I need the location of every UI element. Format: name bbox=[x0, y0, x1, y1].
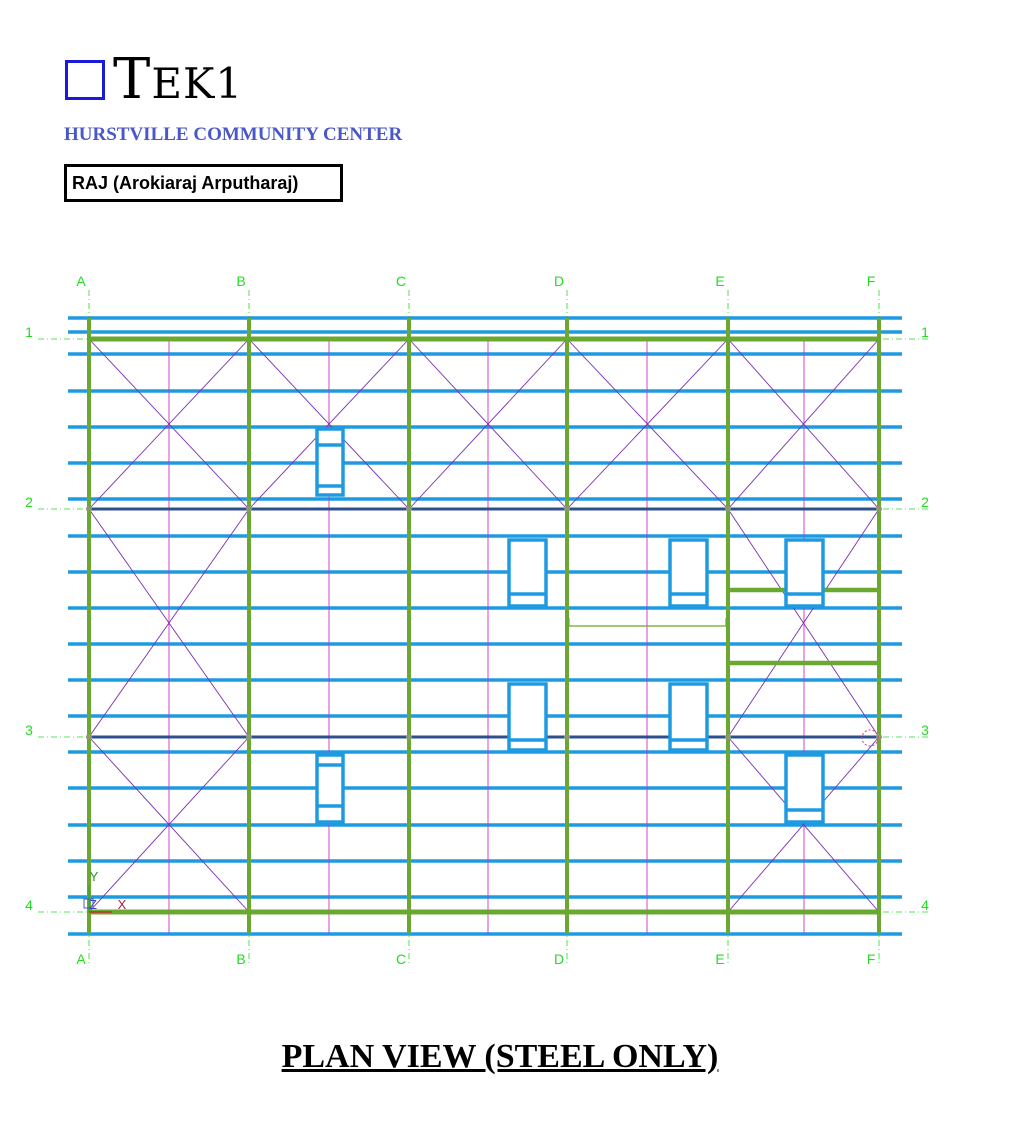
axis-indicator: YZ X bbox=[83, 869, 127, 913]
brace-diagonal bbox=[727, 338, 880, 510]
grid-label: 4 bbox=[921, 897, 929, 913]
grid-label: E bbox=[715, 951, 724, 967]
connection-node bbox=[246, 734, 252, 740]
grid-label: F bbox=[867, 951, 876, 967]
brace-diagonal bbox=[408, 338, 568, 510]
logo-square-icon bbox=[65, 60, 105, 100]
grid-label: D bbox=[554, 273, 564, 289]
column-marker bbox=[861, 729, 879, 747]
brace-diagonal bbox=[727, 508, 880, 738]
grid-label: 3 bbox=[25, 722, 33, 738]
bracing bbox=[88, 338, 880, 913]
brace-diagonal bbox=[727, 736, 880, 913]
opening-frame bbox=[784, 538, 825, 608]
logo-wordmark: TEK1 bbox=[113, 47, 244, 112]
connection-node bbox=[725, 506, 731, 512]
center-lines bbox=[168, 339, 805, 934]
opening-frame bbox=[315, 427, 345, 497]
brace-diagonal bbox=[88, 338, 250, 510]
grid-label: C bbox=[396, 273, 406, 289]
brace-diagonal bbox=[566, 338, 729, 510]
brace-diagonal bbox=[88, 736, 250, 913]
grid-label: E bbox=[715, 273, 724, 289]
grid-label: A bbox=[76, 951, 86, 967]
opening-frame bbox=[668, 538, 709, 608]
grid-label: 4 bbox=[25, 897, 33, 913]
grid-labels: A A B B C C D D E E F F 1 1 2 2 3 3 4 4 bbox=[25, 273, 929, 967]
brace-diagonal bbox=[88, 508, 250, 738]
connection-node bbox=[86, 506, 92, 512]
brace-diagonal bbox=[248, 338, 410, 510]
grid-label: C bbox=[396, 951, 406, 967]
grid-label: 1 bbox=[25, 324, 33, 340]
primary-beams bbox=[87, 318, 881, 934]
engineer-name-box: RAJ (Arokiaraj Arputharaj) bbox=[64, 164, 343, 202]
connection-node bbox=[564, 734, 570, 740]
openings bbox=[86, 427, 882, 824]
grid-label: A bbox=[76, 273, 86, 289]
y-axis-label: Y bbox=[90, 869, 99, 884]
grid-label: D bbox=[554, 951, 564, 967]
grid-label: B bbox=[236, 273, 245, 289]
grid-label: F bbox=[867, 273, 876, 289]
connection-node bbox=[246, 506, 252, 512]
connection-node bbox=[406, 734, 412, 740]
grid-label: 1 bbox=[921, 324, 929, 340]
drawing-caption: PLAN VIEW (STEEL ONLY) bbox=[281, 1038, 719, 1075]
connection-node bbox=[86, 734, 92, 740]
grid-label: B bbox=[236, 951, 245, 967]
purlins bbox=[68, 316, 902, 936]
connection-node bbox=[725, 734, 731, 740]
grid-label: 2 bbox=[921, 494, 929, 510]
thin-bracket bbox=[568, 618, 727, 627]
grid-label: 3 bbox=[921, 722, 929, 738]
project-name: HURSTVILLE COMMUNITY CENTER bbox=[64, 124, 403, 145]
z-axis-label: Z bbox=[89, 897, 97, 912]
connection-node bbox=[876, 734, 882, 740]
connection-node bbox=[406, 506, 412, 512]
z-axis-box bbox=[83, 898, 94, 909]
connection-node bbox=[564, 506, 570, 512]
opening-frame bbox=[784, 753, 825, 824]
opening-frame bbox=[507, 538, 548, 608]
connection-node bbox=[876, 506, 882, 512]
grid-label: 2 bbox=[25, 494, 33, 510]
x-axis-label: X bbox=[118, 897, 127, 912]
